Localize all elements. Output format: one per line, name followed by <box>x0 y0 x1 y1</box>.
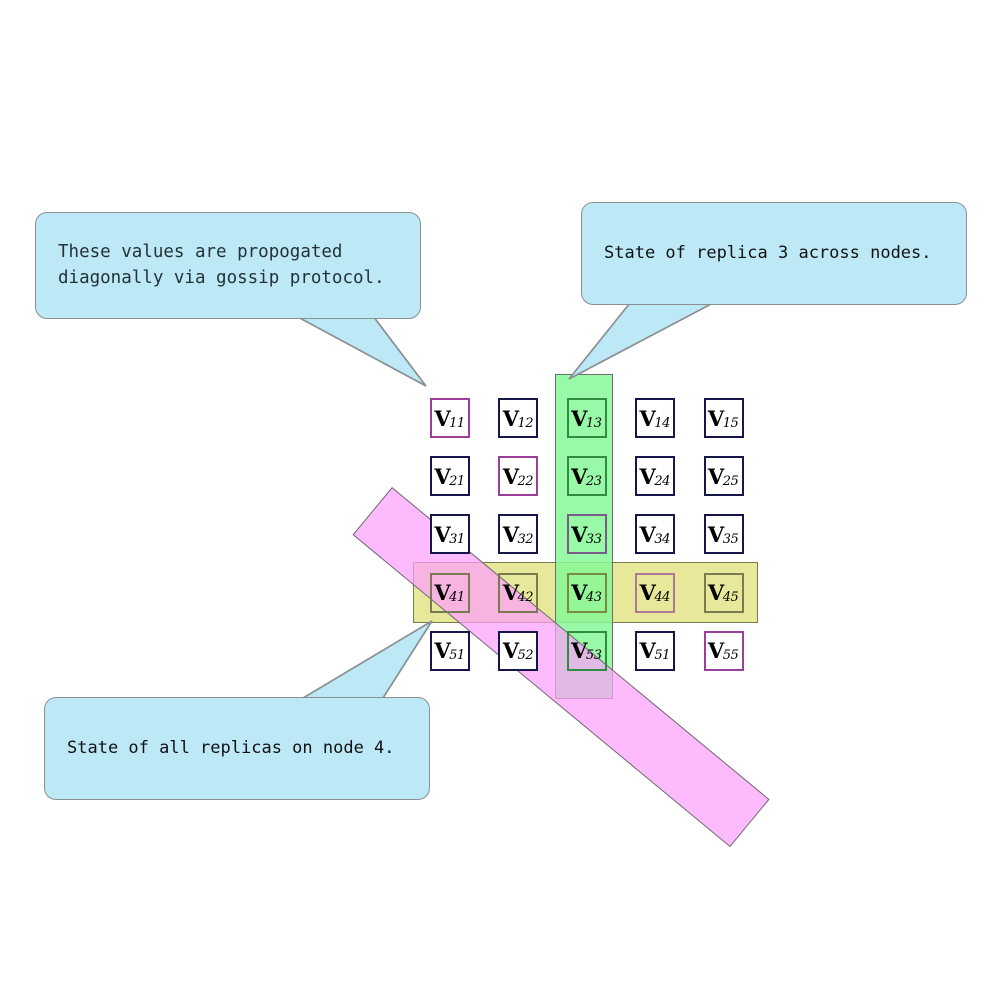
value-cell-symbol: V <box>434 521 451 547</box>
value-cell-symbol: V <box>571 521 587 547</box>
value-cell-subscript: 51 <box>654 648 670 664</box>
callout-replica-3-text: State of replica 3 across nodes. <box>604 243 932 264</box>
value-cell-symbol: V <box>434 638 451 664</box>
value-cell-symbol: V <box>707 463 724 489</box>
value-cell-subscript: 14 <box>654 415 670 431</box>
value-cell-subscript: 32 <box>517 531 534 547</box>
value-cell-subscript: 52 <box>517 648 534 664</box>
value-cell-subscript: 12 <box>517 415 534 431</box>
value-cell-subscript: 21 <box>449 473 465 489</box>
value-cell-symbol: V <box>639 521 656 547</box>
value-cell-subscript: 55 <box>722 648 739 664</box>
callout-tail-replica <box>568 302 714 380</box>
value-cell-subscript: 45 <box>722 590 739 606</box>
value-cell-subscript: 13 <box>585 415 602 431</box>
value-cell-symbol: V <box>434 463 451 489</box>
callout-node-4: State of all replicas on node 4. <box>44 697 430 800</box>
value-cell-subscript: 15 <box>722 415 739 431</box>
callout-gossip-diagonal-text: These values are propogated diagonally v… <box>58 242 385 288</box>
value-cell-subscript: 31 <box>449 531 465 547</box>
callout-replica-3: State of replica 3 across nodes. <box>581 202 967 305</box>
value-cell-subscript: 42 <box>517 590 534 606</box>
callout-node-4-text: State of all replicas on node 4. <box>67 738 395 759</box>
value-cell-symbol: V <box>707 521 724 547</box>
value-cell-subscript: 23 <box>585 473 602 489</box>
value-cell-subscript: 35 <box>722 531 739 547</box>
value-cell-subscript: 34 <box>654 531 670 547</box>
value-cell-symbol: V <box>571 463 587 489</box>
value-cell-symbol: V <box>707 580 724 606</box>
value-cell-subscript: 51 <box>449 648 465 664</box>
value-cell-subscript: 22 <box>517 473 534 489</box>
callout-tail-node <box>299 620 433 699</box>
callout-tail-diagonal <box>295 315 427 387</box>
value-cell-subscript: 53 <box>585 648 602 664</box>
value-cell-subscript: 24 <box>654 473 670 489</box>
value-cell-symbol: V <box>639 405 656 431</box>
callout-gossip-diagonal: These values are propogated diagonally v… <box>35 212 421 319</box>
value-cell-symbol: V <box>502 521 519 547</box>
value-cell-symbol: V <box>502 580 519 606</box>
value-cell-symbol: V <box>571 580 587 606</box>
value-cell-symbol: V <box>639 638 656 664</box>
value-cell-symbol: V <box>639 580 656 606</box>
value-cell-symbol: V <box>502 638 519 664</box>
value-cell-subscript: 44 <box>654 590 670 606</box>
value-cell-subscript: 11 <box>449 415 465 431</box>
value-cell-subscript: 25 <box>722 473 739 489</box>
value-cell-subscript: 41 <box>449 590 465 606</box>
value-cell-symbol: V <box>434 580 451 606</box>
value-cell-symbol: V <box>571 638 587 664</box>
value-cell-symbol: V <box>502 463 519 489</box>
value-cell-symbol: V <box>502 405 519 431</box>
value-cell-subscript: 33 <box>585 531 602 547</box>
value-cell-symbol: V <box>571 405 587 431</box>
value-cell-symbol: V <box>707 405 724 431</box>
value-cell-symbol: V <box>707 638 724 664</box>
value-cell-symbol: V <box>639 463 656 489</box>
value-cell-symbol: V <box>434 405 451 431</box>
value-cell-subscript: 43 <box>585 590 602 606</box>
